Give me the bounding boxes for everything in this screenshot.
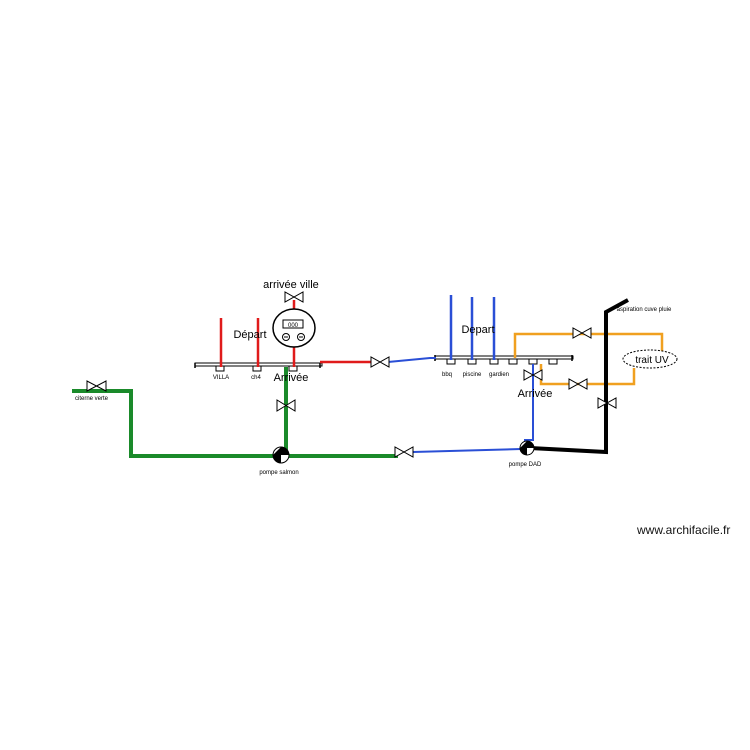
- valve-arrivee-ville: [284, 291, 304, 303]
- valve-green-riser: [276, 399, 296, 412]
- arrivee-right-label: Arrivée: [518, 388, 553, 400]
- arrivee-ville-label: arrivée ville: [263, 279, 319, 291]
- valve-aspiration: [597, 397, 617, 409]
- pompe-salmon-label: pompe salmon: [259, 470, 298, 476]
- depart-left-label: Départ: [233, 329, 266, 341]
- ch4-label: ch4: [251, 375, 261, 381]
- aspiration-label: aspiration cuve pluie: [617, 307, 672, 313]
- arrivee-left-label: Arrivée: [274, 372, 309, 384]
- villa-label: VILLA: [213, 375, 229, 381]
- pompe-dad-label: pompe DAD: [509, 462, 542, 468]
- right-manifold: [434, 355, 574, 365]
- watermark-text: www.archifacile.fr: [637, 523, 731, 537]
- valve-blue-arrivee: [523, 369, 543, 381]
- gardien-label: gardien: [489, 372, 509, 378]
- depart-right-label: Depart: [461, 324, 494, 336]
- pompe-salmon-symbol: [272, 446, 290, 464]
- valve-orange-top: [572, 327, 592, 339]
- pompe-dad-symbol: [519, 440, 535, 456]
- uv-treatment: [622, 349, 678, 369]
- valve-green-end: [394, 446, 414, 458]
- water-meter: 000: [272, 308, 316, 348]
- blue-pipe-pompe-link: [412, 448, 522, 453]
- black-pipe-aspiration: [529, 298, 629, 455]
- meter-display: 000: [288, 323, 299, 329]
- blue-link-manifold: [387, 357, 436, 363]
- piscine-label: piscine: [463, 372, 482, 378]
- valve-citerne: [86, 380, 107, 392]
- valve-orange-bottom: [568, 378, 588, 390]
- trait-uv-label: trait UV: [635, 355, 669, 366]
- valve-red-link: [370, 356, 390, 368]
- blue-pipe-arrivee: [524, 364, 534, 441]
- green-pipe-citerne: [72, 389, 398, 458]
- citerne-label: citerne verte: [75, 396, 109, 402]
- bbq-label: bbq: [442, 372, 452, 378]
